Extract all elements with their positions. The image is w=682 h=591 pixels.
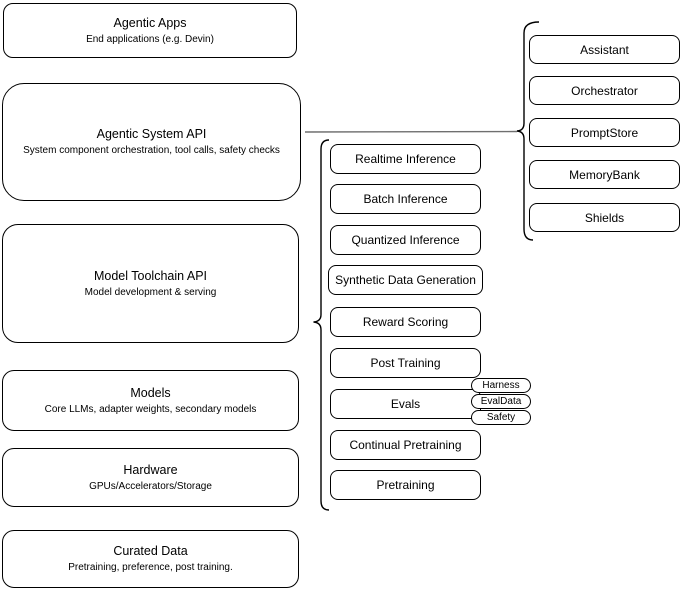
node-label: PromptStore [570, 125, 639, 140]
node-label: MemoryBank [569, 167, 640, 182]
toolchain-capabilities-brace [313, 139, 330, 511]
node-evals: Evals [330, 389, 481, 419]
node-subtitle: Pretraining, preference, post training. [68, 562, 233, 574]
node-label: Post Training [370, 356, 441, 370]
node-continual-pretraining: Continual Pretraining [330, 430, 481, 460]
node-models: Models Core LLMs, adapter weights, secon… [2, 370, 299, 431]
api-to-components-connector-line [304, 130, 518, 133]
node-agentic-system-api: Agentic System API System component orch… [2, 83, 301, 201]
pill-label: EvalData [480, 396, 522, 407]
node-label: Assistant [580, 42, 629, 57]
node-batch-inference: Batch Inference [330, 184, 481, 214]
node-post-training: Post Training [330, 348, 481, 378]
node-orchestrator: Orchestrator [529, 76, 680, 105]
pill-safety: Safety [471, 410, 531, 425]
node-realtime-inference: Realtime Inference [330, 144, 481, 174]
node-title: Models [130, 385, 171, 400]
node-subtitle: System component orchestration, tool cal… [23, 145, 280, 157]
pill-evaldata: EvalData [471, 394, 531, 409]
pill-label: Safety [486, 412, 516, 423]
node-label: Shields [584, 210, 625, 225]
node-label: Orchestrator [571, 83, 638, 98]
node-label: Continual Pretraining [349, 438, 462, 452]
node-assistant: Assistant [529, 35, 680, 64]
node-label: Reward Scoring [362, 315, 449, 329]
node-quantized-inference: Quantized Inference [330, 225, 481, 255]
pill-harness: Harness [471, 378, 531, 393]
node-label: Pretraining [376, 478, 435, 492]
node-subtitle: Model development & serving [84, 286, 217, 298]
node-curated-data: Curated Data Pretraining, preference, po… [2, 530, 299, 588]
node-title: Agentic System API [96, 127, 207, 142]
node-label: Synthetic Data Generation [335, 273, 476, 287]
node-agentic-apps: Agentic Apps End applications (e.g. Devi… [3, 3, 297, 58]
node-synthetic-data-generation: Synthetic Data Generation [328, 265, 483, 295]
node-title: Curated Data [113, 544, 188, 559]
node-subtitle: Core LLMs, adapter weights, secondary mo… [44, 403, 257, 415]
pill-label: Harness [482, 380, 520, 391]
node-reward-scoring: Reward Scoring [330, 307, 481, 337]
node-label: Evals [390, 397, 421, 411]
node-title: Model Toolchain API [93, 268, 208, 283]
node-label: Realtime Inference [355, 152, 456, 166]
node-memorybank: MemoryBank [529, 160, 680, 189]
node-subtitle: GPUs/Accelerators/Storage [89, 480, 212, 492]
node-hardware: Hardware GPUs/Accelerators/Storage [2, 448, 299, 507]
node-promptstore: PromptStore [529, 118, 680, 147]
node-title: Agentic Apps [113, 15, 187, 30]
node-subtitle: End applications (e.g. Devin) [86, 33, 214, 45]
node-label: Batch Inference [363, 192, 448, 206]
node-shields: Shields [529, 203, 680, 232]
node-model-toolchain-api: Model Toolchain API Model development & … [2, 224, 299, 343]
node-pretraining: Pretraining [330, 470, 481, 500]
node-label: Quantized Inference [351, 233, 460, 247]
node-title: Hardware [123, 462, 178, 477]
